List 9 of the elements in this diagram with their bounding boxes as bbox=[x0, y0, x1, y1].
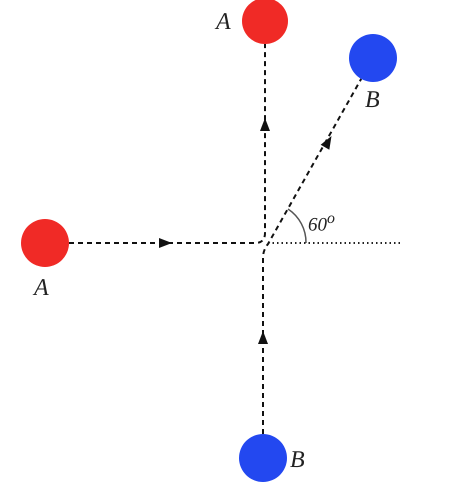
ball-label: A bbox=[216, 10, 231, 34]
ball-label: A bbox=[34, 276, 49, 300]
ball-label: B bbox=[290, 448, 305, 472]
ball bbox=[242, 0, 288, 44]
ball-label: B bbox=[365, 88, 380, 112]
ball bbox=[349, 34, 397, 82]
ball bbox=[21, 219, 69, 267]
ball bbox=[239, 434, 287, 482]
angle-label: 60$^{o}$ bbox=[308, 209, 335, 238]
